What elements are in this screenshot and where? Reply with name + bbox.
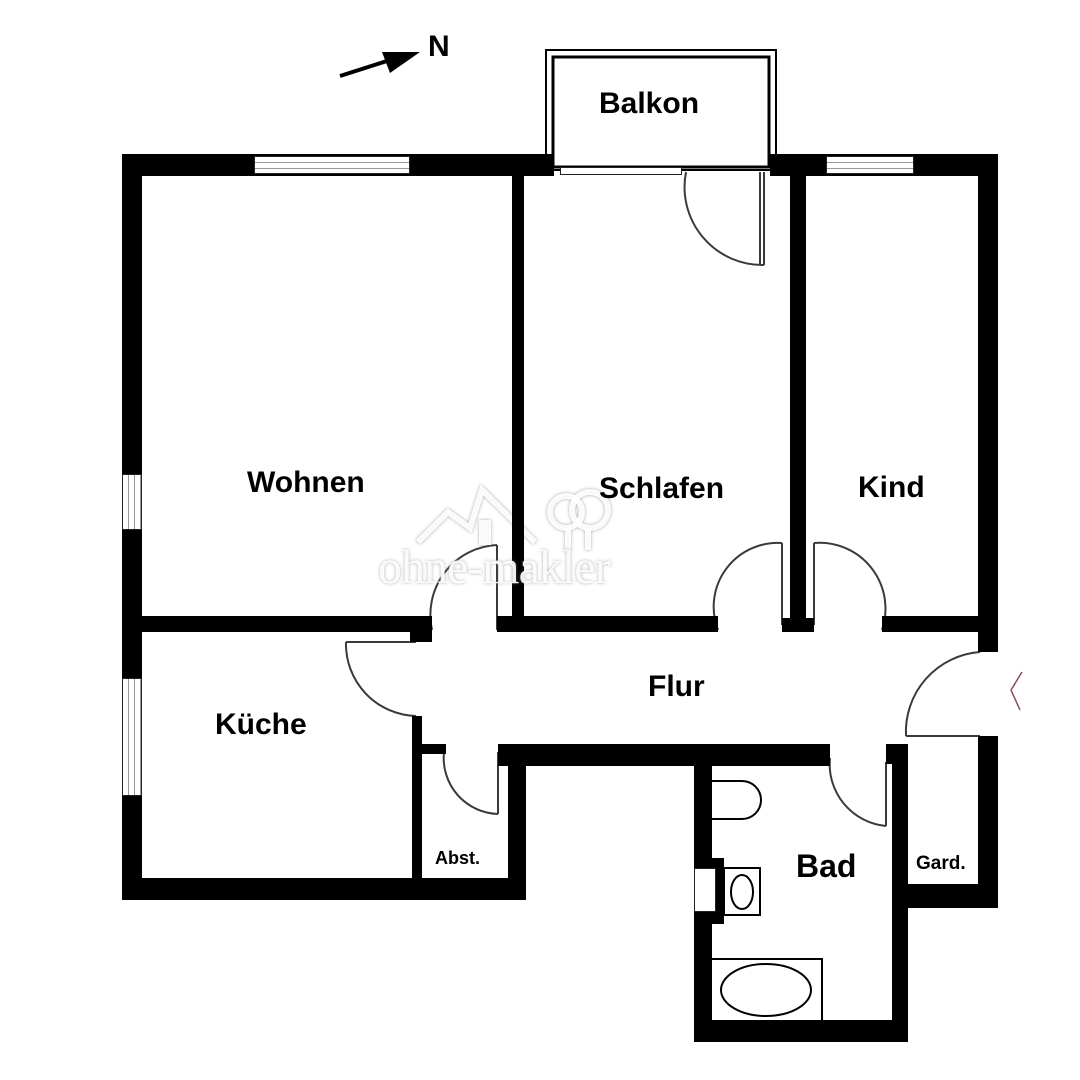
room-label-schlafen: Schlafen [599, 472, 725, 505]
wall-schlafen-bottom [497, 616, 718, 632]
room-label-gard: Gard. [916, 853, 966, 874]
window-wohnen-left [122, 474, 142, 530]
wall-bottom-left [122, 878, 526, 900]
window-kueche-left [122, 678, 142, 796]
window-balkon [560, 167, 682, 175]
wall-wohnen-schlafen [512, 176, 524, 628]
bathroom-fixtures [709, 780, 823, 1022]
wall-flur-bottom-left [420, 744, 446, 754]
room-label-balkon: Balkon [599, 87, 700, 120]
wall-bad-bottom [694, 1020, 908, 1042]
wall-abst-right [508, 754, 526, 900]
window-bad [694, 868, 716, 912]
toilet-icon [712, 780, 762, 820]
room-label-bad: Bad [796, 848, 857, 884]
entry-marker-icon [1010, 671, 1023, 711]
window-kind-top [826, 156, 914, 174]
wall-right-upper [978, 154, 998, 652]
sink-icon [723, 867, 761, 916]
compass-label: N [428, 30, 450, 63]
wall-kueche-right [412, 716, 422, 886]
wall-door-jamb-schlafen [782, 618, 814, 632]
room-label-kueche: Küche [215, 708, 307, 741]
room-label-wohnen: Wohnen [247, 466, 365, 499]
wall-stub-kueche [410, 616, 432, 642]
room-label-abst: Abst. [435, 848, 480, 868]
window-wohnen-top [254, 156, 410, 174]
north-arrow-icon [339, 52, 420, 78]
wall-right-lower [978, 736, 998, 908]
room-label-flur: Flur [648, 670, 705, 703]
wall-schlafen-kind [790, 176, 806, 630]
wall-kind-bottom [882, 616, 978, 632]
house-tree-logo-icon [415, 484, 611, 550]
watermark-text: ohne-makler [378, 541, 611, 594]
wall-gard-bottom [892, 884, 998, 908]
room-label-kind: Kind [858, 471, 925, 504]
wall-wohnen-bottom [142, 616, 432, 632]
wall-flur-bottom-mid [498, 744, 830, 766]
bathtub-icon [709, 958, 823, 1022]
door-swings [344, 171, 981, 827]
